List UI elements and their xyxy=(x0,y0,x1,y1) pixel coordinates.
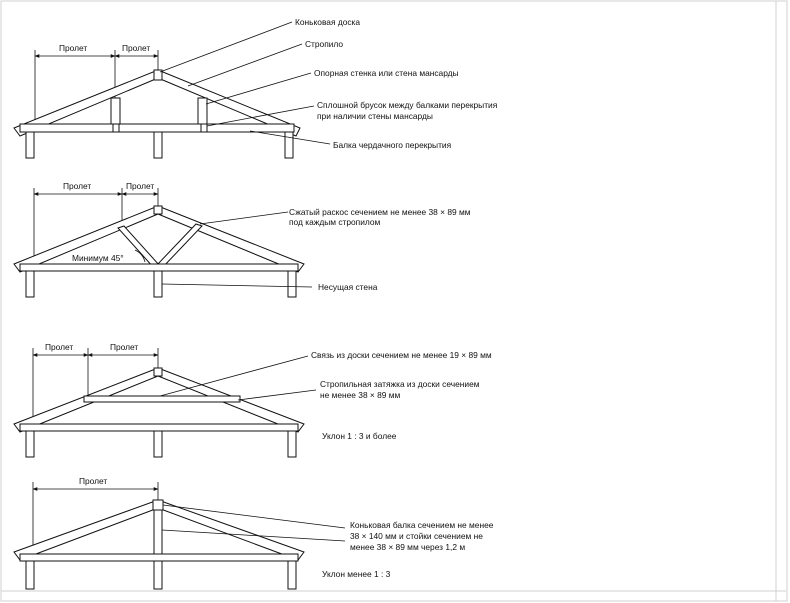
solid-blocking xyxy=(200,123,208,133)
span-dimension: Пролет Пролет xyxy=(32,342,159,428)
ridge-board xyxy=(153,367,163,377)
leader-line xyxy=(205,72,312,105)
exterior-wall-right xyxy=(287,430,297,458)
strut-right xyxy=(155,223,203,269)
label-ridge-beam-size: 38 × 140 мм и стойки сечением не xyxy=(350,531,483,541)
ridge-post xyxy=(153,509,163,555)
strut-left xyxy=(117,225,161,269)
span-label-left: Пролет xyxy=(45,342,73,352)
interior-wall xyxy=(153,131,163,159)
label-slope: Уклон менее 1 : 3 xyxy=(322,569,391,579)
label-angle: Минимум 45° xyxy=(72,253,124,263)
leader-line xyxy=(162,504,346,529)
span-label-right: Пролет xyxy=(122,43,150,53)
leader-line xyxy=(161,529,346,542)
ceiling-joist xyxy=(19,123,295,133)
ridge-board xyxy=(153,69,163,81)
solid-blocking xyxy=(112,123,120,133)
interior-wall xyxy=(153,430,163,458)
label-solid-blocking-note: при наличии стены мансарды xyxy=(317,111,433,121)
label-ridge-board: Коньковая доска xyxy=(295,17,360,27)
leader-line xyxy=(187,43,303,87)
diagram-attic-knee-wall: Пролет Пролет Коньковая доска Стропило О… xyxy=(13,17,497,159)
exterior-wall-right xyxy=(287,270,297,298)
ceiling-joist xyxy=(19,263,299,272)
label-tie-board: Связь из доски сечением не менее 19 × 89… xyxy=(311,350,492,360)
leader-line xyxy=(249,130,331,145)
exterior-wall-left xyxy=(25,560,35,590)
rafter-left xyxy=(13,499,159,561)
span-label-right: Пролет xyxy=(110,342,138,352)
knee-wall-left xyxy=(110,97,121,125)
span-label-left: Пролет xyxy=(63,181,91,191)
label-collar-tie-size: не менее 38 × 89 мм xyxy=(320,390,401,400)
collar-tie xyxy=(83,395,241,403)
ridge-beam xyxy=(152,499,164,511)
label-strut-note: под каждым стропилом xyxy=(289,217,381,227)
interior-wall xyxy=(153,560,163,590)
ceiling-joist xyxy=(19,553,299,562)
label-knee-wall: Опорная стенка или стена мансарды xyxy=(314,68,459,78)
span-dimension: Пролет xyxy=(32,476,159,556)
ceiling-joist xyxy=(19,423,299,432)
label-ridge-beam: Коньковая балка сечением не менее xyxy=(350,520,494,530)
rafter-right xyxy=(157,499,305,561)
ridge-board xyxy=(153,205,163,215)
span-label: Пролет xyxy=(79,476,107,486)
label-rafter: Стропило xyxy=(305,39,343,49)
leader-line xyxy=(237,389,317,401)
leader-line xyxy=(206,105,315,127)
label-post-size: менее 38 × 89 мм через 1,2 м xyxy=(350,542,465,552)
label-slope: Уклон 1 : 3 и более xyxy=(322,431,397,441)
diagram-collar-tie: Пролет Пролет Связь из доски сечением не… xyxy=(13,342,492,458)
leader-line xyxy=(159,355,309,397)
label-ceiling-joist: Балка чердачного перекрытия xyxy=(333,140,451,150)
label-solid-blocking: Сплошной брусок между балками перекрытия xyxy=(317,100,497,110)
leader-line xyxy=(199,211,289,225)
span-label-right: Пролет xyxy=(126,181,154,191)
exterior-wall-left xyxy=(25,430,35,458)
diagram-strut-brace: Пролет Пролет Минимум 45° Сжатый раскос … xyxy=(13,181,471,298)
span-label-left: Пролет xyxy=(59,43,87,53)
knee-wall-right xyxy=(197,97,208,125)
bearing-wall xyxy=(153,270,163,298)
label-bearing-wall: Несущая стена xyxy=(318,282,378,292)
diagram-ridge-beam: Пролет Коньковая балка сечением не менее… xyxy=(13,476,494,590)
leader-line xyxy=(159,21,293,73)
angle-arc xyxy=(134,249,146,263)
label-strut: Сжатый раскос сечением не менее 38 × 89 … xyxy=(289,207,471,217)
label-collar-tie: Стропильная затяжка из доски сечением xyxy=(320,379,480,389)
exterior-wall-left xyxy=(25,131,35,159)
exterior-wall-left xyxy=(25,270,35,298)
leader-line xyxy=(161,283,313,288)
exterior-wall-right xyxy=(287,560,297,590)
rafter-right xyxy=(157,205,305,273)
exterior-wall-right xyxy=(284,131,294,159)
span-dimension: Пролет Пролет xyxy=(33,181,159,268)
